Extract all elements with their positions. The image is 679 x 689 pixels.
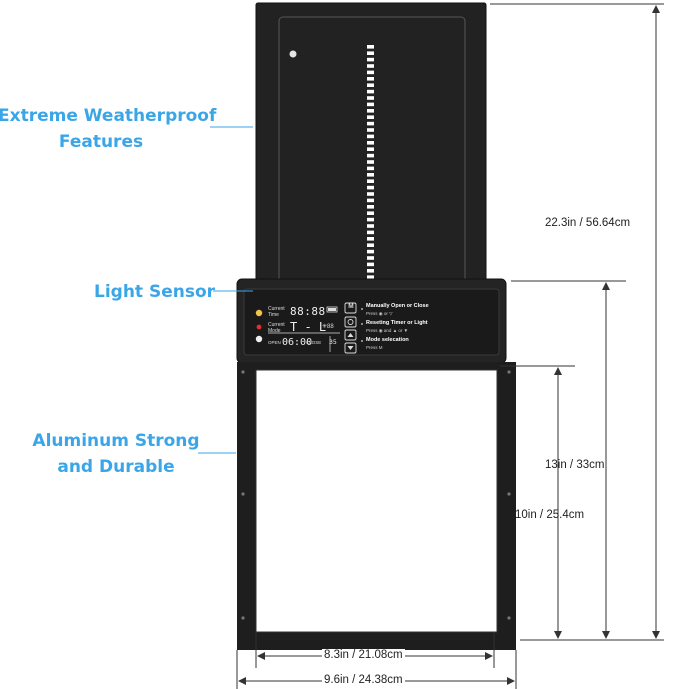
instruction-mode-detail: Press M xyxy=(366,345,383,350)
dimension-lines xyxy=(236,3,664,689)
indicator-light-white xyxy=(255,335,263,343)
led-segment xyxy=(367,211,374,215)
led-segment xyxy=(367,192,374,196)
led-segment xyxy=(367,179,374,183)
led-segment xyxy=(367,173,374,177)
sensor-dot-icon xyxy=(289,50,297,58)
led-segment xyxy=(367,147,374,151)
door-opening xyxy=(255,369,498,633)
up-arrow-icon xyxy=(347,333,354,337)
instruction-manual-detail: Press ◉ or ▽ xyxy=(366,311,393,316)
instruction-reset-detail: Press ◉ and ▲ or ▼ xyxy=(366,328,409,333)
down-button[interactable] xyxy=(344,342,357,354)
led-segment xyxy=(367,70,374,75)
callout-light-sensor-text: Light Sensor xyxy=(94,282,216,302)
led-segment xyxy=(367,275,374,279)
led-segment xyxy=(367,134,374,139)
label-current-time: Current Time xyxy=(268,306,285,318)
label-current-time-line-2: Time xyxy=(268,312,279,318)
led-segment xyxy=(367,115,374,119)
instruction-reset-title: Reseting Timer or Light xyxy=(366,320,428,326)
led-segment xyxy=(367,45,374,49)
led-segment xyxy=(367,160,374,164)
instruction-manual-title: Manually Open or Close xyxy=(366,303,429,309)
mode-button[interactable] xyxy=(344,302,357,314)
led-segment xyxy=(367,128,374,132)
callout-light-sensor: Light Sensor xyxy=(94,279,216,305)
led-segment xyxy=(367,51,374,55)
led-strip xyxy=(367,45,374,279)
frame-screws xyxy=(241,370,511,620)
led-segment xyxy=(367,185,374,190)
label-current-mode: Current Mode xyxy=(268,322,285,334)
callout-weatherproof-line-2: Features xyxy=(58,132,144,152)
dim-total-height: 22.3in / 56.64cm xyxy=(545,217,631,229)
indicator-light-amber xyxy=(255,309,263,317)
led-segment xyxy=(367,198,374,203)
open-close-button[interactable] xyxy=(344,316,357,328)
mode-display: T - L xyxy=(290,320,327,334)
time-display: 88:88 xyxy=(290,305,326,318)
led-segment xyxy=(367,57,374,62)
callout-weatherproof-line-1: Extreme Weatherproof xyxy=(0,106,217,126)
led-segment xyxy=(367,249,374,254)
led-segment xyxy=(367,269,374,273)
led-segment xyxy=(367,256,374,260)
callout-aluminum: Aluminum Strong and Durable xyxy=(28,428,204,480)
label-close: CLOSE xyxy=(306,340,322,345)
led-segment xyxy=(367,230,374,235)
label-current-time-line-1: Current xyxy=(268,306,285,312)
led-segment xyxy=(367,96,374,100)
callout-aluminum-line-1: Aluminum Strong xyxy=(32,431,200,451)
up-button[interactable] xyxy=(344,329,357,341)
led-segment xyxy=(367,217,374,222)
mode-suffix: ✳88 xyxy=(322,324,334,330)
indicator-light-red xyxy=(256,324,262,330)
dim-frame-height: 13in / 33cm xyxy=(545,459,605,471)
led-segment xyxy=(367,205,374,209)
label-open: OPEN xyxy=(268,340,281,345)
dim-opening-height: 10in / 25.4cm xyxy=(515,509,585,521)
dimension-arrowheads xyxy=(238,5,660,685)
callout-weatherproof: Extreme Weatherproof Features xyxy=(0,103,217,155)
open-close-icon xyxy=(347,319,354,325)
mode-suffix-value: 88 xyxy=(327,324,334,330)
led-segment xyxy=(367,262,374,267)
led-segment xyxy=(367,89,374,94)
dim-total-width: 9.6in / 24.38cm xyxy=(322,674,405,686)
led-segment xyxy=(367,153,374,158)
battery-icon xyxy=(326,306,338,313)
led-segment xyxy=(367,243,374,247)
led-segment xyxy=(367,83,374,87)
led-segment xyxy=(367,109,374,113)
led-segment xyxy=(367,77,374,81)
led-segment xyxy=(367,141,374,145)
led-segment xyxy=(367,166,374,171)
led-segment xyxy=(367,224,374,228)
label-current-mode-line-2: Mode xyxy=(268,328,281,334)
led-segment xyxy=(367,237,374,241)
led-segment xyxy=(367,102,374,107)
dim-opening-width: 8.3in / 21.08cm xyxy=(322,649,405,661)
label-current-mode-line-1: Current xyxy=(268,322,285,328)
control-panel-face xyxy=(243,288,500,356)
down-arrow-icon xyxy=(347,346,354,350)
led-segment xyxy=(367,121,374,126)
instruction-mode-title: Mode selecation xyxy=(366,337,409,343)
led-segment xyxy=(367,64,374,68)
close-time-display: 35 xyxy=(329,338,337,346)
mode-button-label[interactable]: M xyxy=(348,303,354,310)
callout-aluminum-line-2: and Durable xyxy=(57,457,175,477)
open-time-display: 06:00 xyxy=(282,337,313,348)
